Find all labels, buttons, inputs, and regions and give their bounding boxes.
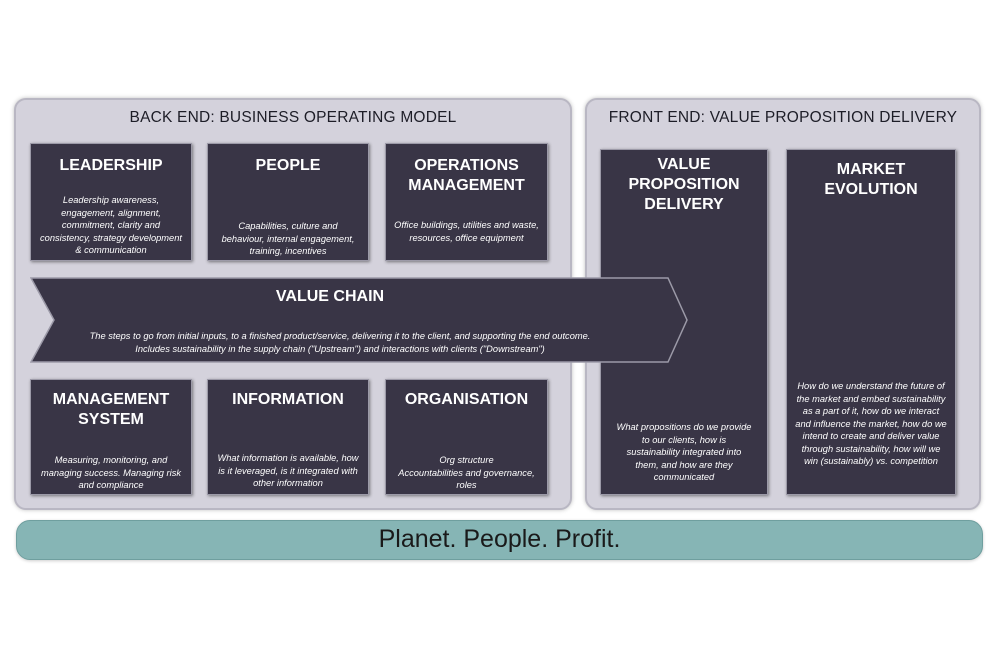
- management-system-box: MANAGEMENT SYSTEM Measuring, monitoring,…: [30, 379, 192, 495]
- market-evolution-box: MARKET EVOLUTION How do we understand th…: [786, 149, 956, 495]
- value-chain-arrow: [30, 277, 688, 363]
- people-desc: Capabilities, culture and behaviour, int…: [221, 221, 355, 256]
- organisation-desc-line-1: Org structure: [439, 455, 494, 465]
- people-box: PEOPLE Capabilities, culture and behavio…: [207, 143, 369, 261]
- leadership-desc: Leadership awareness, engagement, alignm…: [40, 195, 182, 255]
- leadership-title: LEADERSHIP: [59, 157, 163, 174]
- operations-box: OPERATIONS MANAGEMENT Office buildings, …: [385, 143, 548, 261]
- information-title: INFORMATION: [232, 391, 344, 408]
- management-system-title: MANAGEMENT SYSTEM: [52, 391, 170, 428]
- planet-people-profit-banner: Planet. People. Profit.: [16, 520, 983, 560]
- people-title: PEOPLE: [255, 157, 321, 174]
- value-chain-desc-line-1: The steps to go from initial inputs, to …: [89, 331, 591, 341]
- management-system-desc: Measuring, monitoring, and managing succ…: [40, 455, 182, 490]
- value-chain-title: VALUE CHAIN: [275, 288, 385, 305]
- market-evolution-title: MARKET EVOLUTION: [824, 161, 918, 198]
- value-proposition-desc: What propositions do we provide to our c…: [616, 422, 752, 482]
- organisation-desc-line-2: Accountabilities and governance, roles: [398, 467, 535, 491]
- operations-desc: Office buildings, utilities and waste, r…: [394, 220, 539, 243]
- organisation-desc: Org structure Accountabilities and gover…: [394, 454, 539, 492]
- organisation-box: ORGANISATION Org structure Accountabilit…: [385, 379, 548, 495]
- leadership-box: LEADERSHIP Leadership awareness, engagem…: [30, 143, 192, 261]
- banner-text: Planet. People. Profit.: [378, 525, 621, 553]
- value-chain-desc-line-2: Includes sustainability in the supply ch…: [135, 343, 545, 354]
- value-proposition-title: VALUE PROPOSITION DELIVERY: [628, 156, 740, 213]
- value-chain-desc: The steps to go from initial inputs, to …: [40, 330, 640, 355]
- front-end-title: FRONT END: VALUE PROPOSITION DELIVERY: [608, 109, 958, 126]
- back-end-title: BACK END: BUSINESS OPERATING MODEL: [129, 109, 457, 126]
- information-desc: What information is available, how is it…: [217, 453, 359, 488]
- operations-title: OPERATIONS MANAGEMENT: [408, 157, 525, 194]
- organisation-title: ORGANISATION: [404, 391, 529, 408]
- market-evolution-desc: How do we understand the future of the m…: [795, 381, 947, 466]
- information-box: INFORMATION What information is availabl…: [207, 379, 369, 495]
